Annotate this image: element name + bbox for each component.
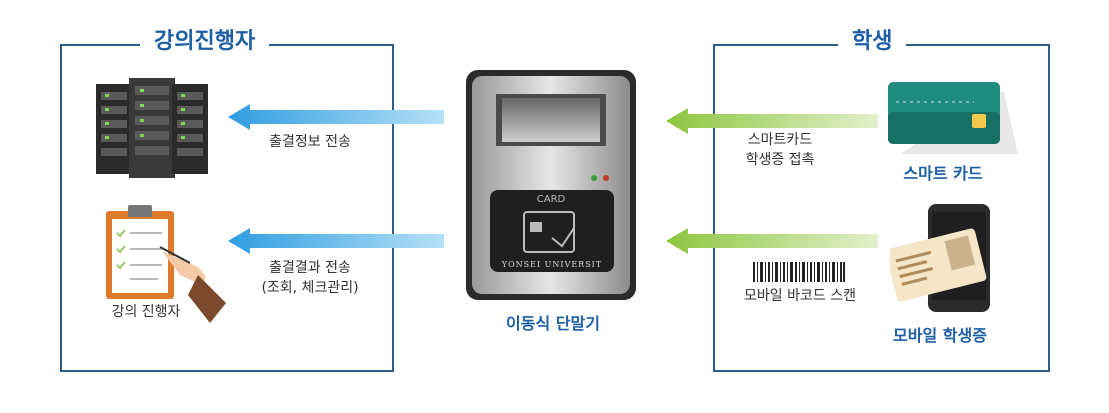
instructor-label: 강의 진행자 bbox=[111, 304, 181, 320]
mobile-id-label: 모바일 학생증 bbox=[893, 326, 987, 345]
portable-terminal-device bbox=[466, 70, 636, 300]
card-reader-text: CARD bbox=[536, 194, 566, 205]
clipboard-icon bbox=[102, 205, 232, 325]
device-brand-text: YONSEI UNIVERSIT bbox=[501, 260, 603, 269]
send-result-label-1: 출결결과 전송 bbox=[269, 260, 351, 276]
smart-access-label-1: 스마트카드 bbox=[747, 132, 813, 148]
smart-card-icon bbox=[884, 80, 1018, 154]
device-label: 이동식 단말기 bbox=[506, 314, 600, 333]
smart-card-label: 스마트 카드 bbox=[903, 164, 983, 183]
barcode-label: 모바일 바코드 스캔 bbox=[744, 288, 856, 304]
barcode-icon bbox=[753, 262, 845, 282]
server-icon bbox=[96, 78, 210, 178]
send-info-label: 출결정보 전송 bbox=[269, 134, 351, 150]
mobile-id-icon bbox=[890, 204, 1000, 316]
mobile-scan-arrow bbox=[666, 228, 878, 254]
student-panel-title: 학생 bbox=[838, 22, 907, 62]
send-result-label-2: (조회, 체크관리) bbox=[261, 280, 359, 296]
send-result-arrow bbox=[228, 228, 444, 254]
instructor-panel-title: 강의진행자 bbox=[140, 22, 270, 62]
smart-card-arrow bbox=[666, 108, 878, 134]
send-info-arrow bbox=[228, 104, 444, 130]
smart-access-label-2: 학생증 접촉 bbox=[745, 152, 815, 168]
